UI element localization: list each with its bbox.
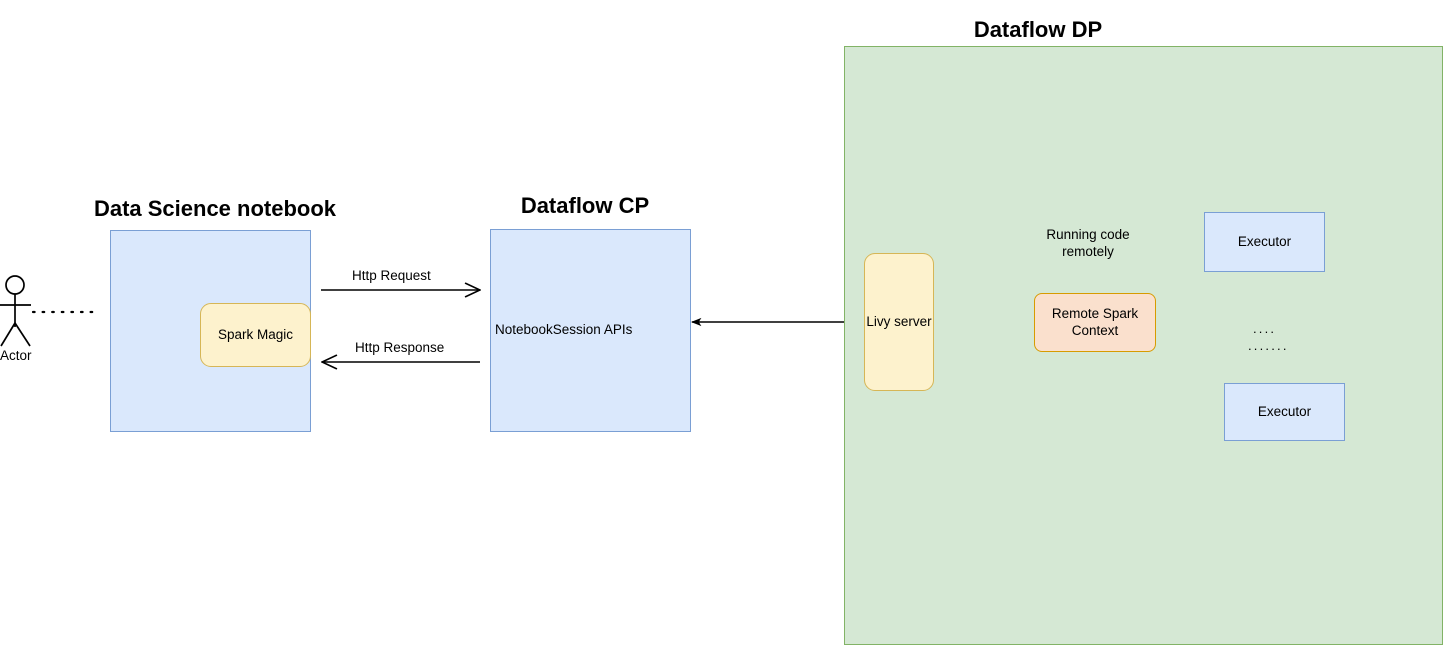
title-data-science-notebook: Data Science notebook <box>93 196 337 221</box>
executor-bottom-box[interactable]: Executor <box>1224 383 1345 441</box>
dataflow-cp-box[interactable]: NotebookSession APIs <box>490 229 691 432</box>
title-dataflow-cp: Dataflow CP <box>520 193 650 218</box>
executor-top-box[interactable]: Executor <box>1204 212 1325 272</box>
remote-spark-context-box[interactable]: Remote Spark Context <box>1034 293 1156 352</box>
executor-top-label: Executor <box>1237 233 1292 249</box>
notebooksession-apis-label: NotebookSession APIs <box>495 322 633 338</box>
title-dataflow-dp: Dataflow DP <box>973 17 1103 42</box>
spark-magic-label: Spark Magic <box>217 326 294 342</box>
ellipsis-bottom: ....... <box>1248 338 1289 353</box>
actor-figure <box>0 275 31 347</box>
livy-server-box[interactable]: Livy server <box>864 253 934 391</box>
ellipsis-top: .... <box>1253 321 1277 336</box>
http-request-label: Http Request <box>352 268 431 283</box>
remote-spark-context-label: Remote Spark Context <box>1051 306 1139 338</box>
http-response-label: Http Response <box>355 340 445 355</box>
spark-magic-box[interactable]: Spark Magic <box>200 303 311 367</box>
executor-bottom-label: Executor <box>1257 403 1312 419</box>
actor-label: Actor <box>0 348 32 363</box>
running-code-remotely-label: Running code remotely <box>1046 227 1130 259</box>
livy-server-label: Livy server <box>866 313 932 329</box>
